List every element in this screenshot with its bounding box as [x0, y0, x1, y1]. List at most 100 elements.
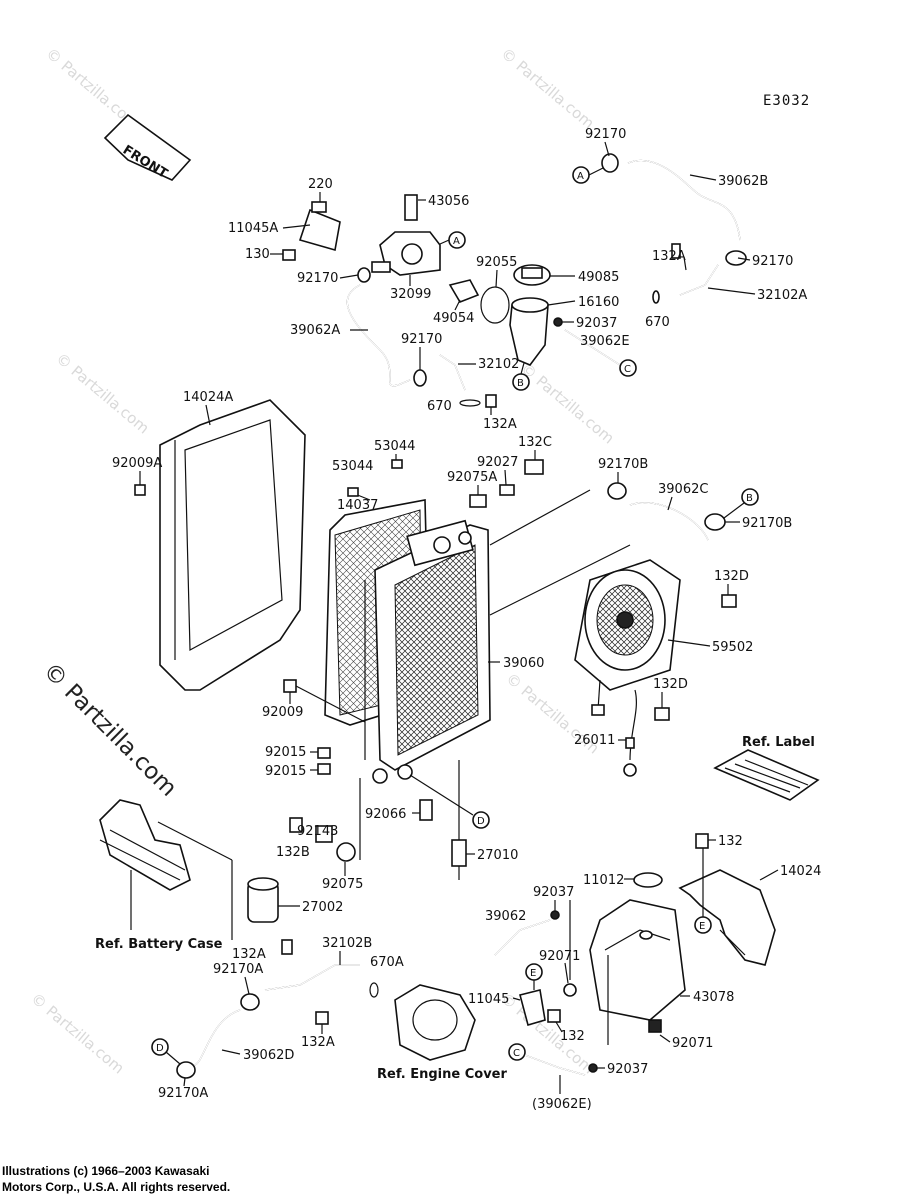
callout-E: E	[530, 968, 536, 979]
ref-engine-cover: Ref. Engine Cover	[377, 1067, 507, 1082]
label-32102B: 32102B	[322, 936, 372, 951]
callout-D: D	[156, 1043, 164, 1054]
fan-59502	[574, 559, 681, 716]
label-39062B: 39062B	[718, 174, 768, 189]
watermarks: © Partzilla.com © Partzilla.com © Partzi…	[27, 44, 617, 1077]
label-130: 130	[245, 247, 270, 262]
label-132A: 132A	[301, 1035, 335, 1050]
label-92170B: 92170B	[742, 516, 792, 531]
label-92170: 92170	[585, 127, 626, 142]
bracket-11045A	[282, 194, 418, 261]
label-92170: 92170	[401, 332, 442, 347]
reservoir-tank-43078	[589, 899, 686, 1021]
shroud-14024	[678, 869, 776, 966]
callout-A: A	[453, 236, 460, 247]
watermark-large: © Partzilla.com	[38, 658, 182, 802]
tube-39062E	[564, 329, 621, 366]
label-32102A: 32102A	[757, 288, 807, 303]
label-49054: 49054	[433, 311, 474, 326]
shroud-14024A	[159, 399, 306, 691]
callout-D: D	[477, 816, 485, 827]
label-92075: 92075	[322, 877, 363, 892]
callout-E: E	[699, 921, 705, 932]
label-92170A: 92170A	[213, 962, 263, 977]
label-53044: 53044	[374, 439, 415, 454]
pipe-32102A	[671, 243, 719, 296]
label-27002: 27002	[302, 900, 343, 915]
ref-battery-case: Ref. Battery Case	[95, 937, 223, 952]
label-39062C: 39062C	[658, 482, 708, 497]
label-132: 132	[560, 1029, 585, 1044]
label-39060: 39060	[503, 656, 544, 671]
label-132: 132	[718, 834, 743, 849]
copyright-line-2: Motors Corp., U.S.A. All rights reserved…	[2, 1180, 230, 1194]
label-plate	[713, 749, 820, 801]
diagram-code: E3032	[763, 93, 810, 109]
wire-26011	[623, 689, 637, 777]
label-27010: 27010	[477, 848, 518, 863]
callout-A: A	[577, 171, 584, 182]
watermark: © Partzilla.com	[497, 44, 597, 132]
label-92071: 92071	[672, 1036, 713, 1051]
label-14024: 14024	[780, 864, 821, 879]
label-132D: 132D	[714, 569, 749, 584]
bracket-11045	[519, 989, 546, 1026]
label-14037: 14037	[337, 498, 378, 513]
battery-case-bracket	[99, 799, 191, 891]
pipe-32102B	[264, 964, 360, 991]
label-11045: 11045	[468, 992, 509, 1007]
label-132C: 132C	[518, 435, 552, 450]
label-92143: 92143	[297, 824, 338, 839]
label-92009: 92009	[262, 705, 303, 720]
label-11045A: 11045A	[228, 221, 278, 236]
copyright-line-1: Illustrations (c) 1966–2003 Kawasaki	[2, 1164, 209, 1178]
label-92015: 92015	[265, 764, 306, 779]
label-14024A: 14024A	[183, 390, 233, 405]
hose-39062D	[176, 1009, 241, 1079]
thermostat-housing-32099	[371, 231, 441, 276]
ref-label: Ref. Label	[742, 735, 815, 750]
radiator-cap-49085	[513, 264, 551, 286]
callout-C: C	[513, 1048, 520, 1059]
engine-cover	[394, 984, 476, 1061]
label-132A: 132A	[483, 417, 517, 432]
label-92170: 92170	[752, 254, 793, 269]
label-32099: 32099	[390, 287, 431, 302]
label-49085: 49085	[578, 270, 619, 285]
label-53044: 53044	[332, 459, 373, 474]
hose-39062B	[601, 153, 747, 266]
label-92037: 92037	[576, 316, 617, 331]
callout-C: C	[624, 364, 631, 375]
tube-39062	[494, 919, 551, 956]
hose-39062C	[607, 482, 726, 541]
label-39062: 39062	[485, 909, 526, 924]
label-92055: 92055	[476, 255, 517, 270]
label-132D: 132D	[653, 677, 688, 692]
label-92170B: 92170B	[598, 457, 648, 472]
label-132B: 132B	[276, 845, 310, 860]
label-670: 670	[645, 315, 670, 330]
pipe-32102	[413, 354, 466, 391]
label-39062E: 39062E	[580, 334, 630, 349]
label-92037: 92037	[533, 885, 574, 900]
watermark: © Partzilla.com	[27, 989, 127, 1077]
label-92027: 92027	[477, 455, 518, 470]
temp-switch-27010	[451, 839, 467, 880]
hose-39062A	[346, 284, 411, 387]
label-32102: 32102	[478, 357, 519, 372]
tube-39062E-lower	[524, 1054, 586, 1076]
label-670A: 670A	[370, 955, 404, 970]
label-92009A: 92009A	[112, 456, 162, 471]
label-132A: 132A	[232, 947, 266, 962]
label-92015: 92015	[265, 745, 306, 760]
label-59502: 59502	[712, 640, 753, 655]
cap-49054	[448, 279, 480, 303]
label-26011: 26011	[574, 733, 615, 748]
label-92075A: 92075A	[447, 470, 497, 485]
label-92037: 92037	[607, 1062, 648, 1077]
callout-B: B	[517, 378, 524, 389]
watermark: © Partzilla.com	[52, 349, 152, 437]
front-arrow-icon: FRONT	[103, 113, 192, 182]
